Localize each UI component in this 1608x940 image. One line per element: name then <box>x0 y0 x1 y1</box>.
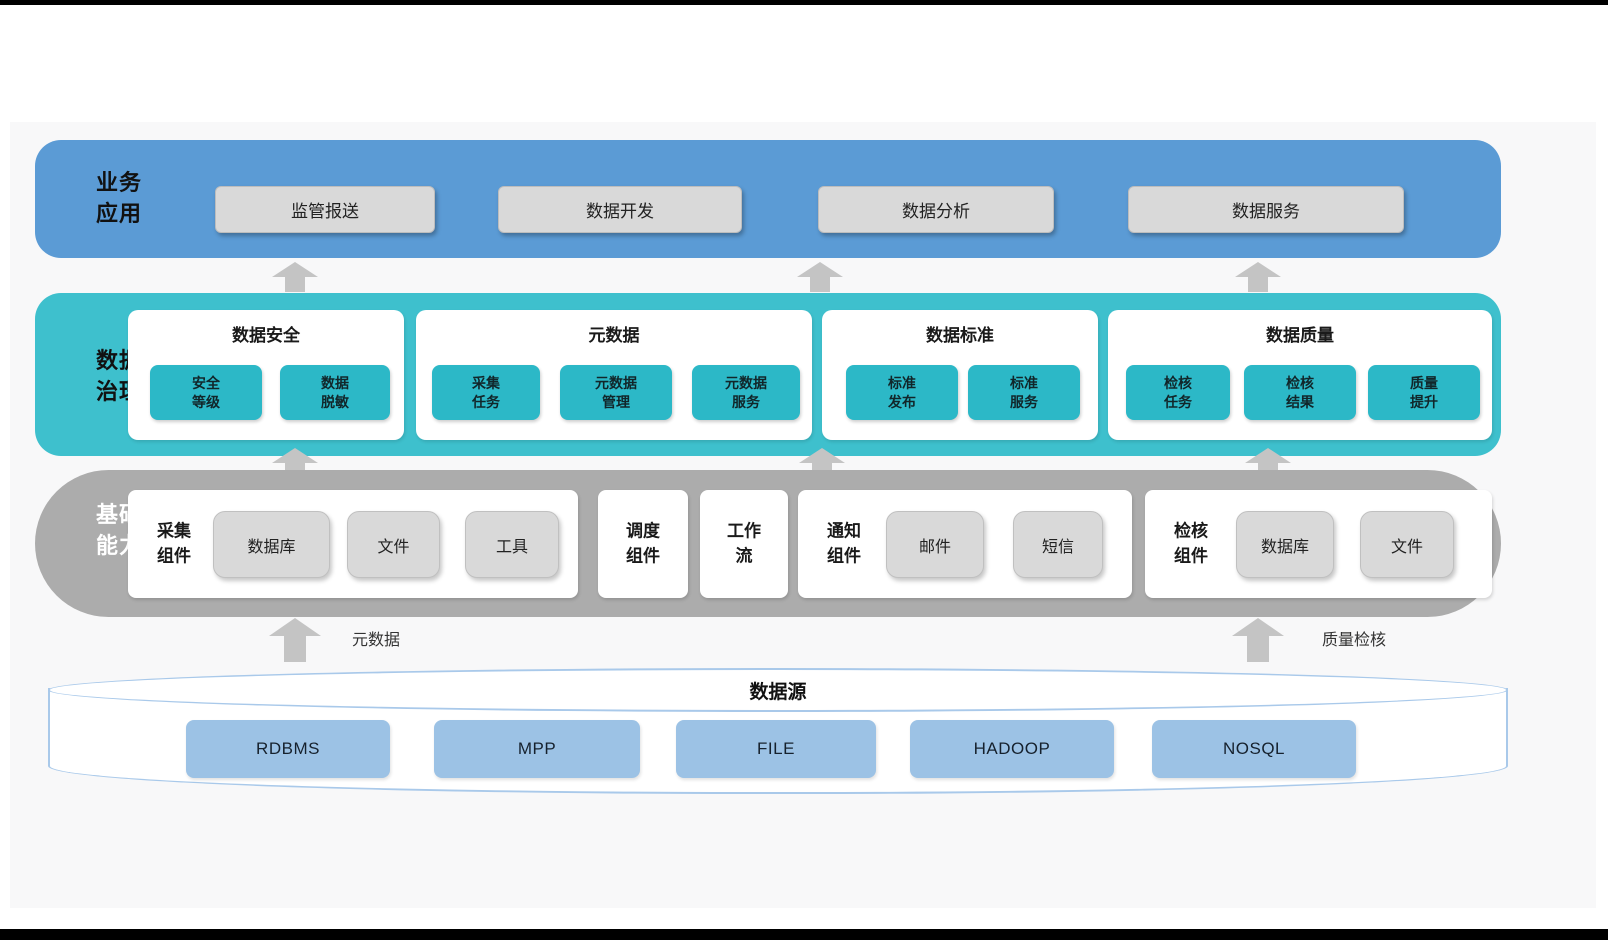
arrow-shaft <box>810 277 830 292</box>
business-button-regulatory-reporting: 监管报送 <box>215 186 435 233</box>
governance-group-data-standards: 数据标准 标准 发布 标准 服务 <box>822 310 1098 440</box>
arrow-shaft <box>1248 277 1268 292</box>
datasource-hadoop: HADOOP <box>910 720 1114 778</box>
collection-item-database: 数据库 <box>213 511 330 578</box>
check-item-file: 文件 <box>1360 511 1454 578</box>
arrow-head <box>272 262 318 277</box>
group-title: 工作 流 <box>727 521 761 565</box>
governance-group-data-security: 数据安全 安全 等级 数据 脱敏 <box>128 310 404 440</box>
letterbox-top <box>0 0 1608 5</box>
arrow-head <box>1232 618 1284 636</box>
governance-item-metadata-service: 元数据 服务 <box>692 365 800 420</box>
layer-label-business: 业务 应用 <box>95 170 142 226</box>
group-title: 元数据 <box>588 326 640 345</box>
group-title: 采集 组件 <box>157 521 191 565</box>
check-item-database: 数据库 <box>1236 511 1334 578</box>
governance-item-check-task: 检核 任务 <box>1126 365 1230 420</box>
flow-label-quality-check: 质量检核 <box>1322 632 1387 649</box>
up-arrow-icon <box>794 262 846 292</box>
foundation-group-collection: 采集 组件 数据库 文件 工具 <box>128 490 578 598</box>
arrow-shaft <box>284 636 306 662</box>
arrow-head <box>799 448 845 463</box>
foundation-group-workflow: 工作 流 <box>700 490 788 598</box>
datasource-title: 数据源 <box>749 682 807 703</box>
group-title: 数据质量 <box>1266 326 1334 345</box>
governance-item-quality-improve: 质量 提升 <box>1368 365 1480 420</box>
group-title: 数据安全 <box>232 326 300 345</box>
layer-business-apps: 业务 应用 监管报送 数据开发 数据分析 数据服务 <box>35 140 1501 258</box>
business-button-data-analysis: 数据分析 <box>818 186 1054 233</box>
collection-item-tool: 工具 <box>465 511 559 578</box>
foundation-group-notification: 通知 组件 邮件 短信 <box>798 490 1132 598</box>
up-arrow-icon <box>1232 262 1284 292</box>
group-title: 检核 组件 <box>1174 521 1208 565</box>
layer-foundation-capability: 基础 能力 采集 组件 数据库 文件 工具 调度 组件 工作 流 通知 组件 邮… <box>35 470 1501 617</box>
datasource-cylinder: 数据源 RDBMS MPP FILE HADOOP NOSQL <box>48 668 1508 794</box>
arrow-head <box>1235 262 1281 277</box>
governance-item-data-masking: 数据 脱敏 <box>280 365 390 420</box>
datasource-nosql: NOSQL <box>1152 720 1356 778</box>
business-button-data-service: 数据服务 <box>1128 186 1404 233</box>
datasource-mpp: MPP <box>434 720 640 778</box>
governance-item-metadata-management: 元数据 管理 <box>560 365 672 420</box>
arrow-head <box>272 448 318 463</box>
governance-item-standard-service: 标准 服务 <box>968 365 1080 420</box>
governance-group-data-quality: 数据质量 检核 任务 检核 结果 质量 提升 <box>1108 310 1492 440</box>
governance-item-standard-publish: 标准 发布 <box>846 365 958 420</box>
business-button-data-development: 数据开发 <box>498 186 742 233</box>
datasource-file: FILE <box>676 720 876 778</box>
arrow-head <box>269 618 321 636</box>
cylinder-top-ellipse <box>48 668 1508 712</box>
up-arrow-icon <box>1232 618 1284 662</box>
governance-item-collection-task: 采集 任务 <box>432 365 540 420</box>
letterbox-bottom <box>0 929 1608 940</box>
datasource-rdbms: RDBMS <box>186 720 390 778</box>
foundation-group-scheduling: 调度 组件 <box>598 490 688 598</box>
up-arrow-icon <box>269 618 321 662</box>
governance-item-check-result: 检核 结果 <box>1244 365 1356 420</box>
governance-item-security-level: 安全 等级 <box>150 365 262 420</box>
notification-item-sms: 短信 <box>1013 511 1103 578</box>
group-title: 调度 组件 <box>626 521 660 565</box>
flow-label-metadata: 元数据 <box>352 632 401 649</box>
arrow-shaft <box>285 277 305 292</box>
group-title: 数据标准 <box>926 326 994 345</box>
collection-item-file: 文件 <box>347 511 440 578</box>
arrow-head <box>797 262 843 277</box>
layer-data-governance: 数据 治理 数据安全 安全 等级 数据 脱敏 元数据 采集 任务 元数据 管理 … <box>35 293 1501 456</box>
arrow-head <box>1245 448 1291 463</box>
up-arrow-icon <box>269 262 321 292</box>
arrow-shaft <box>1247 636 1269 662</box>
governance-group-metadata: 元数据 采集 任务 元数据 管理 元数据 服务 <box>416 310 812 440</box>
foundation-group-check: 检核 组件 数据库 文件 <box>1145 490 1492 598</box>
notification-item-mail: 邮件 <box>886 511 984 578</box>
group-title: 通知 组件 <box>827 521 861 565</box>
